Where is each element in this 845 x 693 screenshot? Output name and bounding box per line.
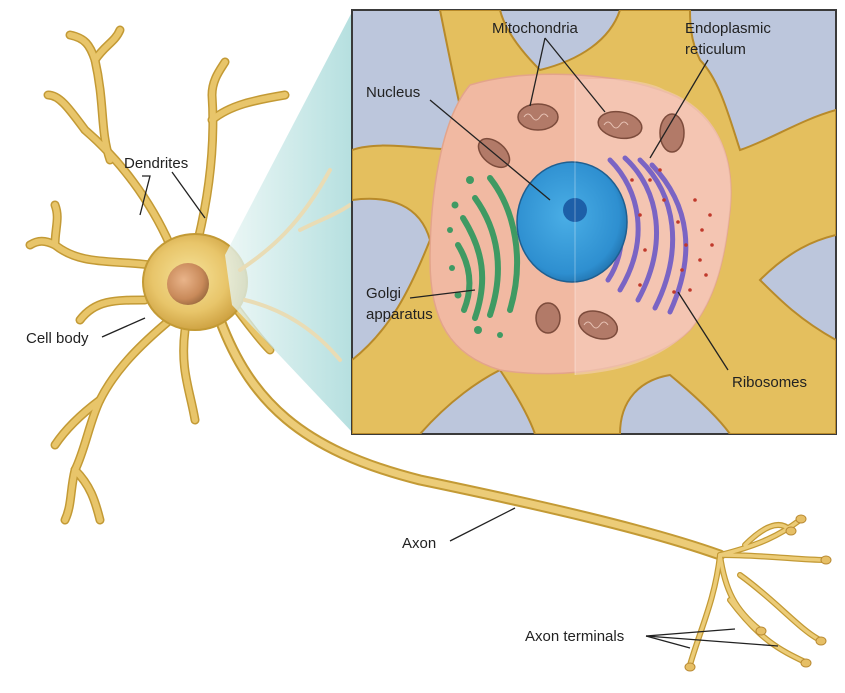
label-ribosomes: Ribosomes [732, 374, 807, 391]
golgi-vesicles [447, 176, 503, 338]
label-apparatus: apparatus [366, 306, 433, 323]
soma-nucleus [167, 263, 209, 305]
cell-inset [351, 9, 837, 435]
label-mitochondria: Mitochondria [492, 20, 579, 37]
axon-terminals [684, 514, 832, 672]
faded-dendrites [238, 168, 352, 362]
zoom-cone [225, 12, 352, 432]
label-nucleus: Nucleus [366, 84, 420, 101]
golgi-apparatus [455, 175, 521, 321]
label-cell-body: Cell body [26, 330, 89, 347]
nucleus [516, 161, 628, 283]
label-endoplasmic: Endoplasmic [685, 20, 771, 37]
cell-body [142, 233, 248, 331]
ribosomes [630, 168, 714, 294]
label-reticulum: reticulum [685, 41, 746, 58]
leader-lines [101, 37, 779, 649]
label-dendrites: Dendrites [124, 155, 188, 172]
label-axon: Axon [402, 535, 436, 552]
dendrites [25, 25, 290, 525]
axon [214, 314, 726, 561]
labels: Dendrites Cell body Axon Axon terminals … [26, 20, 807, 645]
nucleolus [563, 198, 587, 222]
neuron [25, 25, 832, 672]
label-golgi: Golgi [366, 285, 401, 302]
label-axon-terminals: Axon terminals [525, 628, 624, 645]
